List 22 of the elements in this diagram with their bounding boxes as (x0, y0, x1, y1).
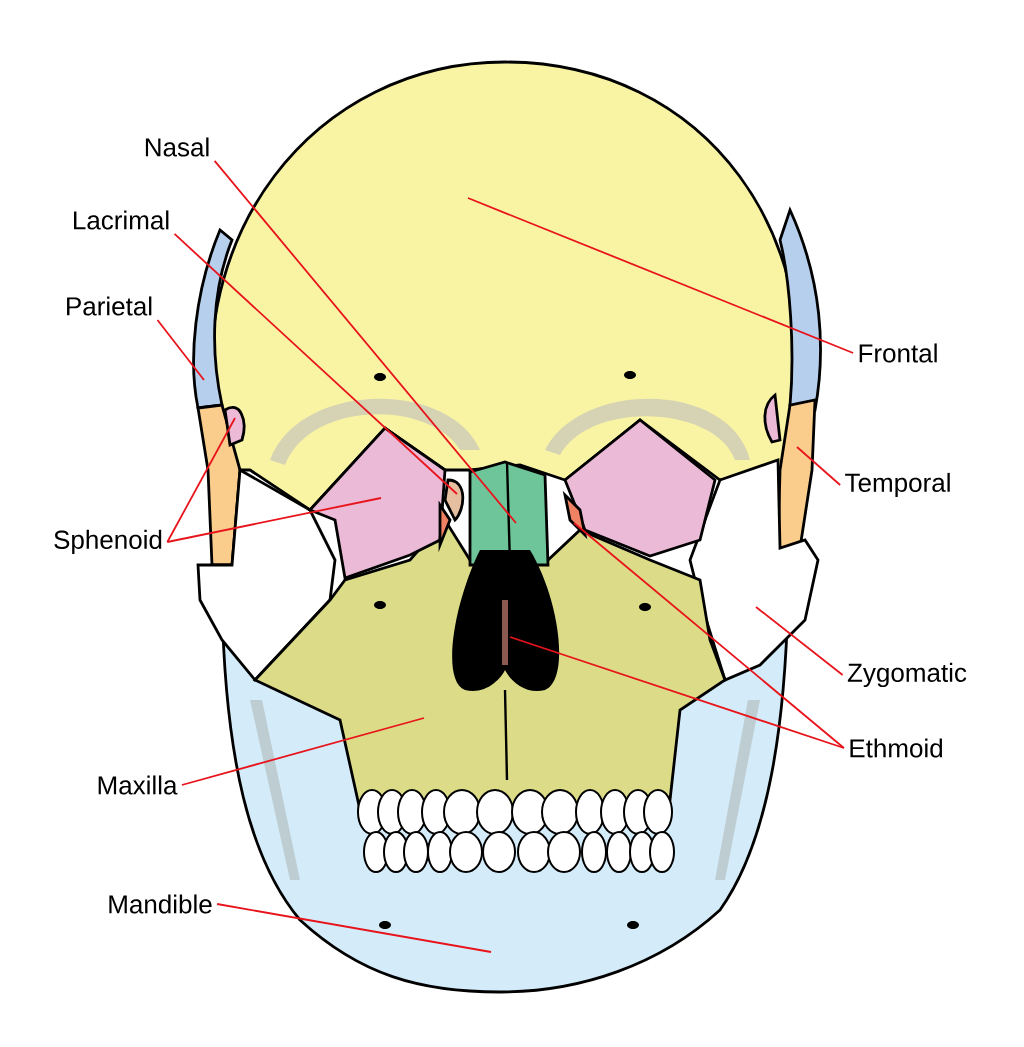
bone-label: Ethmoid (850, 738, 943, 758)
bone-label: Lacrimal (74, 210, 169, 230)
leader-line (180, 717, 425, 786)
leader-line (166, 497, 382, 543)
bone-label: Parietal (67, 296, 152, 316)
bone-label: Maxilla (98, 775, 178, 795)
leader-line (173, 233, 458, 495)
leader-line (796, 446, 842, 486)
leader-line (166, 417, 236, 543)
leader-line (156, 319, 205, 381)
bone-label: Temporal (845, 472, 950, 498)
bone-label: Zygomatic (847, 662, 967, 688)
bone-label: Sphenoid (54, 529, 162, 555)
leader-line (509, 636, 845, 749)
leader-line (213, 160, 517, 524)
leader-line (573, 522, 845, 749)
leader-line (467, 197, 855, 354)
bone-label: Frontal (859, 343, 937, 363)
bone-label: Mandible (109, 894, 212, 914)
leader-line (755, 606, 844, 676)
bone-label: Nasal (145, 137, 209, 157)
leader-line (216, 903, 492, 953)
